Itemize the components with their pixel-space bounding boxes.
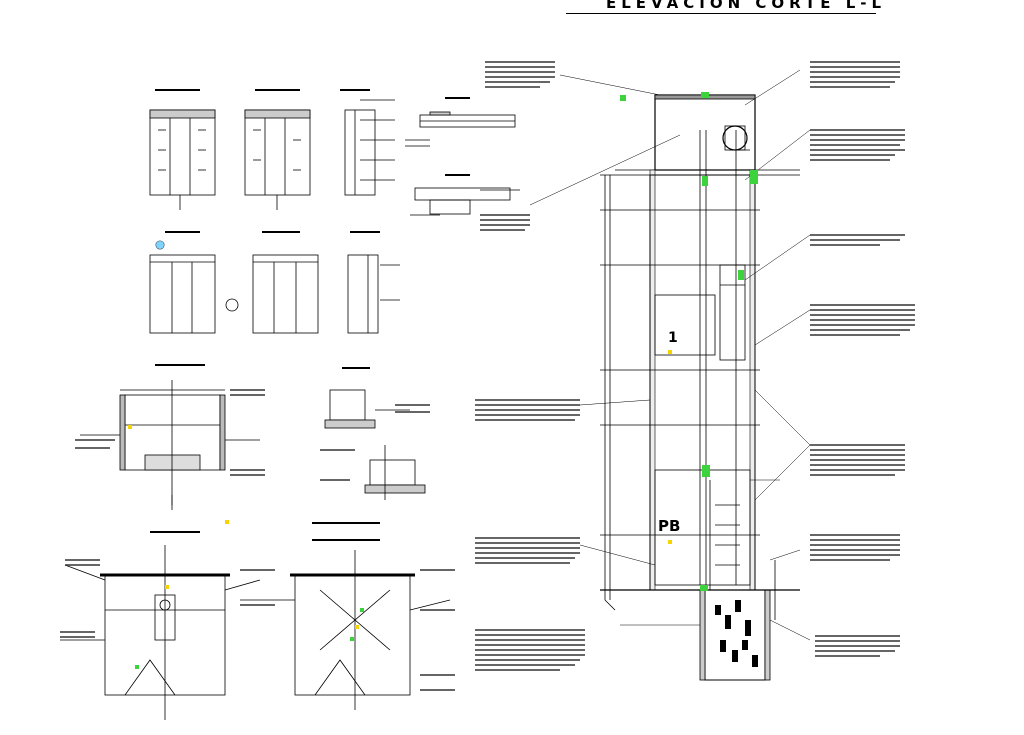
sill-detail bbox=[410, 174, 520, 216]
pit-section-detail bbox=[324, 367, 426, 500]
door-section-detail bbox=[340, 89, 395, 196]
highlight-markers bbox=[128, 92, 758, 669]
pit-plan-detail bbox=[80, 364, 260, 510]
level-label-first-floor: 1 bbox=[668, 330, 678, 346]
machine-room-plan-2 bbox=[240, 522, 451, 710]
landing-door-section bbox=[347, 231, 400, 334]
level-label-ground-floor: PB bbox=[658, 517, 681, 535]
note-text-blocks bbox=[60, 61, 915, 691]
machine-room-plan-1 bbox=[60, 531, 261, 720]
title-underline bbox=[566, 13, 876, 14]
threshold-detail bbox=[405, 97, 516, 147]
pit-marker-blocks bbox=[715, 600, 758, 667]
door-frame-detail-2 bbox=[244, 89, 311, 210]
note-leaders bbox=[529, 69, 811, 641]
door-frame-detail-1 bbox=[149, 89, 216, 210]
hoistway-section bbox=[600, 94, 800, 681]
landing-door-elevation-2 bbox=[252, 231, 319, 334]
drawing-title: ELEVACION CORTE L-L bbox=[606, 0, 887, 12]
